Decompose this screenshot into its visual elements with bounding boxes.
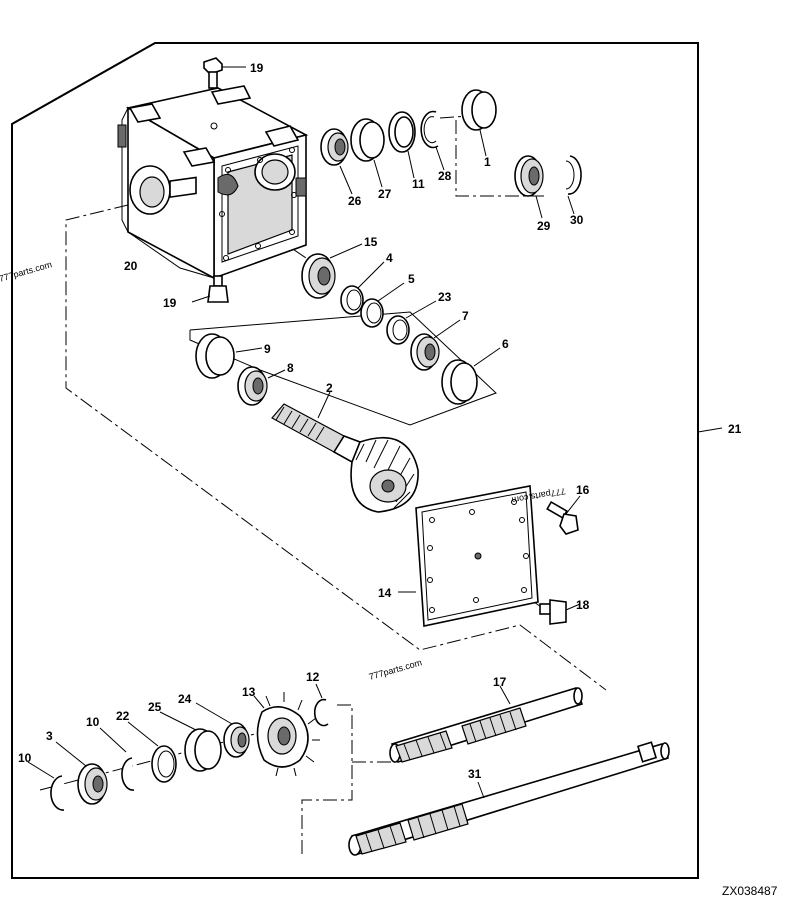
callout-18: 18 [576,598,590,612]
callout-24: 24 [178,692,192,706]
part-6 [441,347,501,405]
callout-10-right: 10 [86,715,100,729]
assembly-boundary [11,42,699,879]
callout-31: 31 [468,767,482,781]
watermark-bottom: 777parts.com [368,657,423,682]
part-27 [350,118,385,188]
callout-6: 6 [502,337,509,351]
part-5 [360,282,405,328]
callout-2: 2 [326,381,333,395]
bolt-bottom [191,275,229,303]
part-18 [539,599,581,625]
part-9 [195,333,263,379]
part-4 [340,261,385,315]
part-11 [388,111,416,179]
part-13 [253,692,320,777]
callout-27: 27 [378,187,392,201]
callout-14: 14 [378,586,392,600]
callout-12: 12 [306,670,320,684]
part-25 [159,711,222,772]
callout-1: 1 [484,155,491,169]
part-15 [301,243,363,299]
part-12 [313,683,329,727]
callout-26: 26 [348,194,362,208]
callout-17: 17 [493,675,507,689]
callout-8: 8 [287,361,294,375]
callout-labels: 19 19 20 26 27 11 28 1 29 30 15 4 5 23 7… [18,61,742,781]
callout-22: 22 [116,709,130,723]
part-23 [386,300,437,345]
part-31 [348,741,670,856]
callout-7: 7 [462,309,469,323]
part-29 [514,155,544,219]
part-16 [546,495,581,535]
part-28 [420,110,445,171]
part-3 [55,741,108,805]
callout-19-top: 19 [250,61,264,75]
part-7 [410,319,461,371]
callout-13: 13 [242,685,256,699]
part-30 [565,155,582,215]
callout-3: 3 [46,729,53,743]
part-10-b [99,727,135,791]
part-22 [127,721,177,783]
callout-20: 20 [124,259,138,273]
callout-30: 30 [570,213,584,227]
part-17 [389,685,584,763]
callout-29: 29 [537,219,551,233]
part-1 [461,89,497,157]
part-26 [320,128,353,195]
part-10-a [27,761,65,811]
callout-4: 4 [386,251,393,265]
bolt-top [203,57,246,89]
callout-9: 9 [264,342,271,356]
callout-23: 23 [438,290,452,304]
callout-25: 25 [148,700,162,714]
gear-case-housing [117,85,309,280]
watermark-left: 777parts.com [0,259,53,284]
part-14 [398,485,539,627]
callout-11: 11 [412,177,425,191]
callout-19-bottom: 19 [163,296,177,310]
callout-5: 5 [408,272,415,286]
callout-28: 28 [438,169,452,183]
callout-15: 15 [364,235,378,249]
callout-10-left: 10 [18,751,32,765]
callout-16: 16 [576,483,590,497]
drawing-code: ZX038487 [722,884,778,898]
part-8 [237,366,286,406]
part-2 [271,391,419,513]
callout-21: 21 [728,422,742,436]
part-24 [195,702,250,758]
